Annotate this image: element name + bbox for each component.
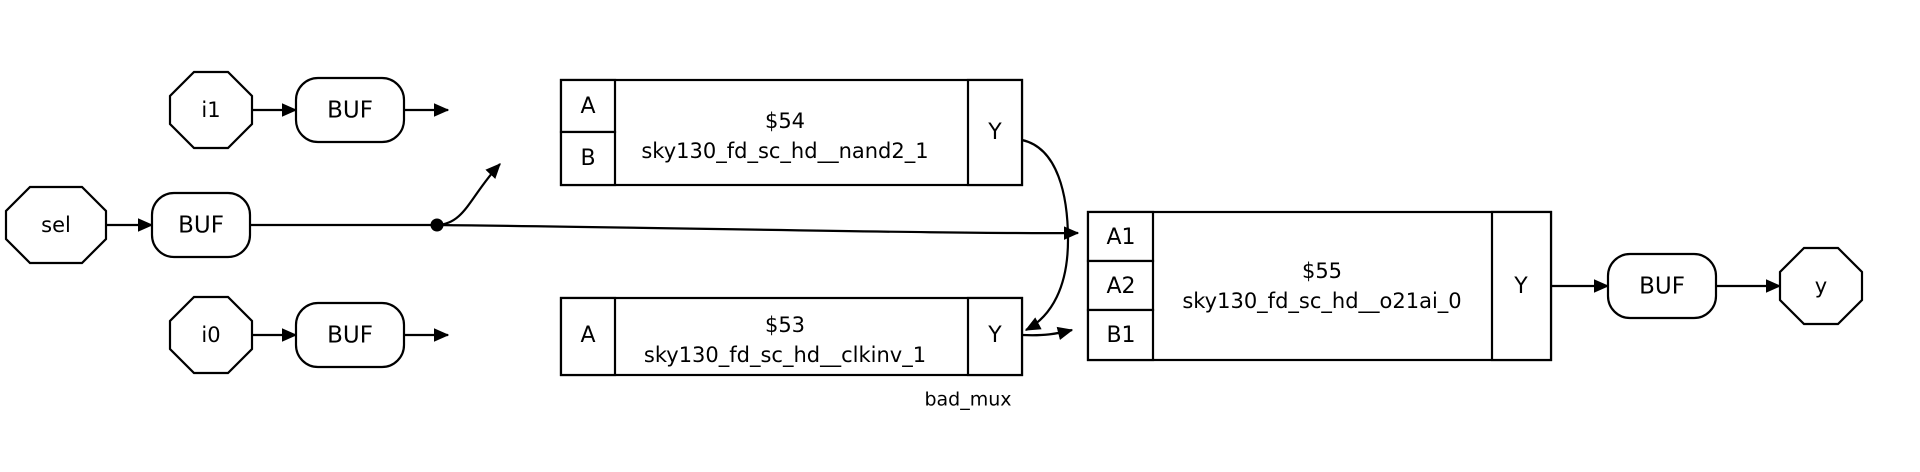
- port-i0-octagon: [168, 295, 254, 375]
- cell-54-type-label: sky130_fd_sc_hd__nand2_1: [641, 139, 928, 164]
- cell-55-pin-b1-label: B1: [1106, 323, 1135, 348]
- net-junction-dot-sel: [430, 218, 444, 232]
- port-i0-label: i0: [201, 323, 220, 347]
- cell-54-body: [559, 78, 1024, 187]
- buffer-y-box: [1606, 252, 1718, 320]
- buffer-i1[interactable]: BUF: [294, 76, 406, 144]
- cell-55-pin-a1-label: A1: [1106, 225, 1135, 250]
- buffer-i0-label: BUF: [327, 323, 373, 349]
- cell-55-o21ai[interactable]: A1 A2 B1 Y $55 sky130_fd_sc_hd__o21ai_0: [1086, 210, 1553, 362]
- cell-53-type-label: sky130_fd_sc_hd__clkinv_1: [644, 343, 926, 368]
- buffer-y[interactable]: BUF: [1606, 252, 1718, 320]
- port-y-octagon: [1778, 246, 1864, 326]
- cell-55-pin-b1-box: [1086, 308, 1155, 362]
- cell-54-pin-b-label: B: [580, 146, 595, 171]
- port-i1-octagon: [168, 70, 254, 150]
- cell-53-pin-a-box: [559, 296, 617, 377]
- buffer-sel-box: [150, 191, 252, 259]
- cell-55-body: [1086, 210, 1553, 362]
- wire-sel-to-o21ai-a1: [436, 223, 1080, 240]
- cell-53-pin-y-box: [966, 296, 1024, 377]
- wire-sel-to-nand2-b: [436, 163, 501, 227]
- buffer-sel-label: BUF: [178, 213, 224, 239]
- cell-53-instance-label: $53: [765, 313, 805, 337]
- cell-53-clkinv[interactable]: A Y $53 sky130_fd_sc_hd__clkinv_1: [559, 296, 1024, 377]
- port-sel-label: sel: [41, 213, 71, 237]
- module-name-label: bad_mux: [924, 389, 1011, 411]
- cell-55-instance-label: $55: [1302, 259, 1342, 283]
- port-i1-label: i1: [201, 98, 220, 122]
- port-sel[interactable]: sel: [4, 185, 108, 265]
- cell-53-pin-a-label: A: [580, 323, 595, 348]
- cell-55-type-label: sky130_fd_sc_hd__o21ai_0: [1182, 289, 1461, 314]
- cell-54-instance-label: $54: [765, 109, 805, 133]
- wire-nand2-y-to-o21ai-a2: [1021, 138, 1070, 331]
- cell-54-pin-y-box: [966, 78, 1024, 187]
- buffer-i0[interactable]: BUF: [294, 301, 406, 369]
- wire-clkinv-y-to-o21ai-b1: [1021, 326, 1074, 341]
- port-sel-octagon: [4, 185, 108, 265]
- cell-54-nand2[interactable]: A B Y $54 sky130_fd_sc_hd__nand2_1: [559, 78, 1024, 187]
- cell-54-pin-y-label: Y: [987, 120, 1002, 145]
- port-i0[interactable]: i0: [168, 295, 254, 375]
- buffer-i1-box: [294, 76, 406, 144]
- cell-54-pin-b-box: [559, 130, 617, 187]
- port-y[interactable]: y: [1778, 246, 1864, 326]
- port-y-label: y: [1815, 274, 1827, 298]
- cell-55-pin-a2-label: A2: [1106, 274, 1135, 299]
- buffer-i1-label: BUF: [327, 98, 373, 124]
- buffer-i0-box: [294, 301, 406, 369]
- buffer-sel[interactable]: BUF: [150, 191, 252, 259]
- buffer-y-label: BUF: [1639, 274, 1685, 300]
- cell-55-pin-y-box: [1490, 210, 1553, 362]
- cell-54-pin-a-label: A: [580, 94, 595, 119]
- cell-55-pin-y-label: Y: [1513, 274, 1528, 299]
- port-i1[interactable]: i1: [168, 70, 254, 150]
- cell-53-pin-y-label: Y: [987, 323, 1002, 348]
